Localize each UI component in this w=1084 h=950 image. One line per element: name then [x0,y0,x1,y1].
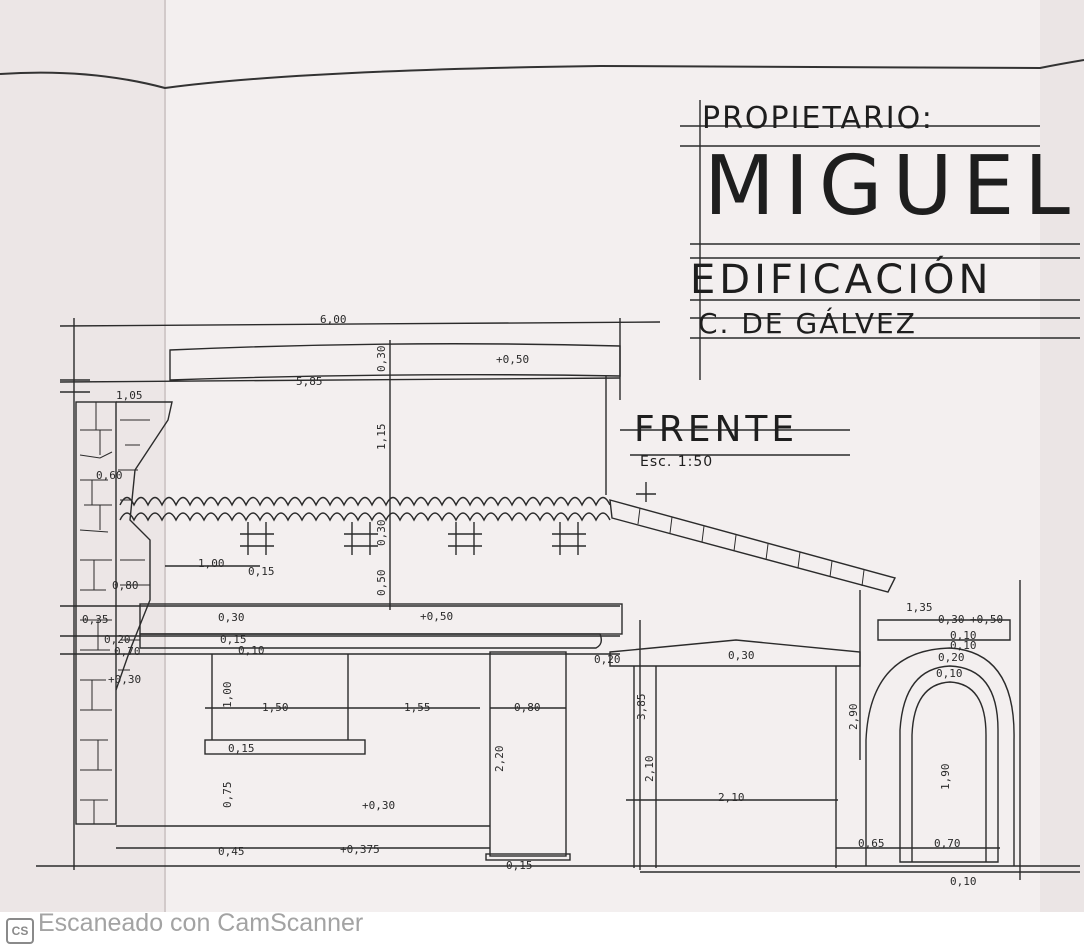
owner-name: MIGUEL [704,139,1080,234]
dim-parapet-height: 1,15 [375,423,388,451]
dim-arch-wall-h: 2,90 [847,703,860,731]
dim-arch-w-top: 1,35 [906,601,933,614]
dim-left-p30: +0,30 [108,673,142,686]
dim-beam-30: 0,30 [218,611,245,624]
dim-stone-mid: 0,60 [96,469,123,482]
location-label: C. DE GÁLVEZ [698,307,917,340]
paper-left-fold [0,0,165,912]
dim-arch-30: 0,30 [938,613,965,626]
scanner-watermark-text: Escaneado con CamScanner [38,909,364,937]
dim-win-w: 1,50 [262,701,289,714]
arch-opening [899,665,999,863]
dim-line-top [59,321,661,327]
window-sill [204,739,366,755]
dim-sill-15: 0,15 [228,742,255,755]
beam-lower-band [139,633,603,649]
paper-right-edge [1040,0,1084,912]
dim-foot-15: 0,15 [506,859,533,872]
dim-slab-top: +0,50 [496,353,530,366]
dim-stone-low: 0,80 [112,579,139,592]
dim-dado-75: 0,75 [221,781,234,809]
owner-label: PROPIETARIO: [702,101,934,136]
dim-beam-10: 0,10 [238,644,265,657]
dim-arch-70: 0,70 [934,837,961,850]
dim-arch-open-h: 1,90 [939,763,952,791]
sheet-top-border [0,59,1084,90]
dim-gap-block: 1,00 [198,557,225,570]
door-footing [485,853,571,861]
sloped-roof-rafters [637,507,865,587]
dim-arch-10: 0,10 [950,629,977,642]
door-column [489,651,567,857]
rafter-ends [240,522,586,555]
camscanner-logo-icon: CS [6,918,34,944]
stone-joints [79,402,150,824]
dim-block-sm: 0,15 [248,565,275,578]
dim-arch-10c: 0,10 [936,667,963,680]
dim-gap-155: 1,55 [404,701,431,714]
dim-top-total: 6,00 [320,313,347,326]
dim-slab-thk: 0,30 [375,345,388,373]
dim-door-h: 2,20 [493,745,506,773]
dim-gar-top: 0,30 [728,649,755,662]
scanner-footer [0,912,1084,950]
dim-left-70: 0,70 [114,645,141,658]
dim-gar-h-total: 3,85 [635,693,648,721]
dim-arch-p50: +0,50 [970,613,1004,626]
dim-gar-eave: 0,20 [594,653,621,666]
view-name: FRENTE [634,409,799,450]
building-label: EDIFICACIÓN [690,257,993,303]
dim-arch-65: 0,65 [858,837,885,850]
arch-outer [865,647,1015,866]
dim-left-20: 0,20 [104,633,131,646]
dim-tile-thk: 0,30 [375,519,388,547]
dim-base-p375: +0,375 [340,843,380,856]
dim-base-p30: +0,30 [362,799,396,812]
dim-gar-h: 2,10 [643,755,656,783]
dim-beam-15: 0,15 [220,633,247,646]
dim-beam-top: +0,50 [420,610,454,623]
tile-roof [119,496,611,507]
dim-col-w: 0,80 [514,701,541,714]
stone-buttress [115,401,173,691]
dim-wall-left: 1,05 [116,389,143,402]
view-scale: Esc. 1:50 [640,454,714,470]
dim-line-roof [59,377,621,383]
dim-gar-w: 2,10 [718,791,745,804]
dim-wall-band: 0,50 [375,569,388,597]
dim-arch-20: 0,20 [938,651,965,664]
dim-arch-10b: 0,10 [950,639,977,652]
dim-arch-foot: 0,10 [950,875,977,888]
tile-roof-lower [119,512,611,522]
arch-wall [877,619,1011,641]
dim-win-h: 1,00 [221,681,234,709]
dim-base-45: 0,45 [218,845,245,858]
dim-left-35: 0,35 [82,613,109,626]
arch-opening-inner [911,681,987,862]
dim-roof-width: 5,85 [296,375,323,388]
